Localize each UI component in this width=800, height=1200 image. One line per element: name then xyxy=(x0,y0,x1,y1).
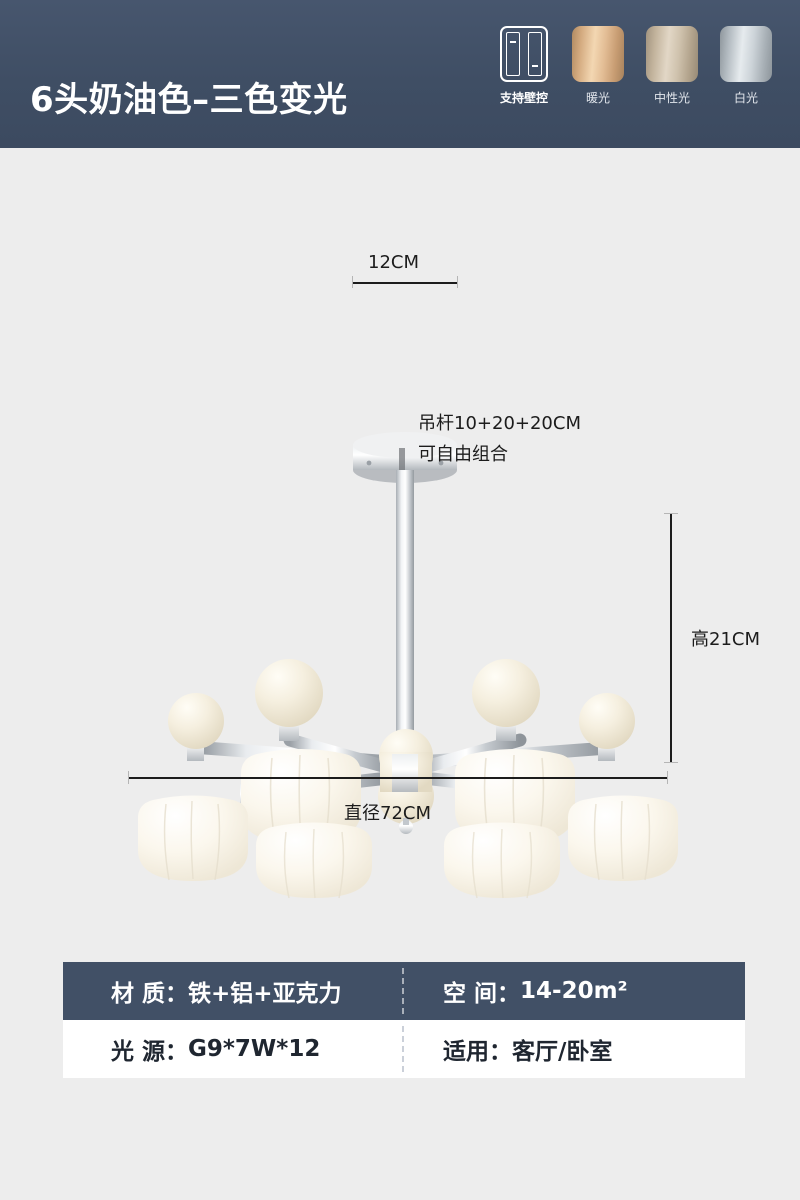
badge-label-warm-light: 暖光 xyxy=(585,91,610,105)
badge-warm-light: 暖光 xyxy=(570,26,626,106)
spec-divider-2 xyxy=(402,1026,404,1072)
lamp-shade-far-left xyxy=(137,795,249,881)
height-dim-tick-bottom xyxy=(664,762,678,763)
canopy-dimension-label: 12CM xyxy=(368,252,420,273)
lamp-socket-1 xyxy=(168,693,224,761)
spec-row-1: 材 质： 铁+铝+亚克力 空 间： 14-20m² xyxy=(63,962,745,1020)
lamp-shade-far-right xyxy=(567,795,679,881)
chandelier-illustration xyxy=(137,432,679,899)
switch-pane-left xyxy=(506,32,520,76)
spec-cell-material: 材 质： 铁+铝+亚克力 xyxy=(63,962,413,1020)
diameter-dimension-label: 直径72CM xyxy=(344,803,432,824)
lamp-shade-front-left xyxy=(255,822,373,899)
lamp-socket-3 xyxy=(472,659,540,741)
neutral-light-swatch xyxy=(646,26,698,82)
page-header: 6头奶油色–三色变光 支持壁控 暖光 中性光 白光 xyxy=(0,0,800,148)
wall-switch-icon xyxy=(500,26,548,82)
badge-neutral-light: 中性光 xyxy=(644,26,700,106)
warm-light-swatch xyxy=(572,26,624,82)
lamp-socket-4 xyxy=(579,693,635,761)
switch-pane-right xyxy=(528,32,542,76)
spec-cell-application: 适用： 客厅/卧室 xyxy=(413,1020,745,1078)
spec-label-space: 空 间： xyxy=(443,981,521,1007)
diameter-dimension-line xyxy=(128,777,668,779)
spec-row-2: 光 源： G9*7W*12 适用： 客厅/卧室 xyxy=(63,1020,745,1078)
rod-note-line-1: 吊杆10+20+20CM xyxy=(418,413,581,434)
height-dimension-label: 高21CM xyxy=(691,629,761,650)
canopy-dim-tick-left xyxy=(352,276,353,288)
lamp-socket-2 xyxy=(255,659,323,741)
center-hub xyxy=(378,729,434,834)
spec-value-light-source: G9*7W*12 xyxy=(188,1036,321,1062)
canopy-dimension-line xyxy=(352,282,458,284)
height-dim-tick-top xyxy=(664,513,678,514)
badge-label-wall-control: 支持壁控 xyxy=(499,91,548,105)
white-light-swatch xyxy=(720,26,772,82)
diameter-dim-tick-right xyxy=(667,771,668,784)
page-title: 6头奶油色–三色变光 xyxy=(30,80,348,120)
spec-value-application: 客厅/卧室 xyxy=(512,1039,613,1065)
ceiling-canopy xyxy=(353,432,457,483)
spec-label-light-source: 光 源： xyxy=(111,1039,189,1065)
drop-rod xyxy=(396,470,414,740)
spec-value-material: 铁+铝+亚克力 xyxy=(188,981,342,1007)
badge-label-white-light: 白光 xyxy=(733,91,758,105)
height-dimension-line xyxy=(670,513,672,763)
badge-label-neutral-light: 中性光 xyxy=(653,91,690,105)
product-image-area: 12CM 吊杆10+20+20CM 可自由组合 高21CM 直径72CM xyxy=(0,148,800,938)
feature-badge-group: 支持壁控 暖光 中性光 白光 xyxy=(496,26,774,106)
spec-divider-1 xyxy=(402,968,404,1014)
spec-cell-space: 空 间： 14-20m² xyxy=(413,962,745,1020)
rod-note-line-2: 可自由组合 xyxy=(418,444,508,465)
spec-label-application: 适用： xyxy=(443,1039,512,1065)
badge-wall-control: 支持壁控 xyxy=(496,26,552,106)
spec-cell-light-source: 光 源： G9*7W*12 xyxy=(63,1020,413,1078)
spec-label-material: 材 质： xyxy=(111,981,189,1007)
canopy-dim-tick-right xyxy=(457,276,458,288)
specification-table: 材 质： 铁+铝+亚克力 空 间： 14-20m² 光 源： G9*7W*12 … xyxy=(63,962,745,1078)
lamp-shade-front-right xyxy=(443,822,561,899)
diameter-dim-tick-left xyxy=(128,771,129,784)
badge-white-light: 白光 xyxy=(718,26,774,106)
spec-value-space: 14-20m² xyxy=(520,978,628,1004)
